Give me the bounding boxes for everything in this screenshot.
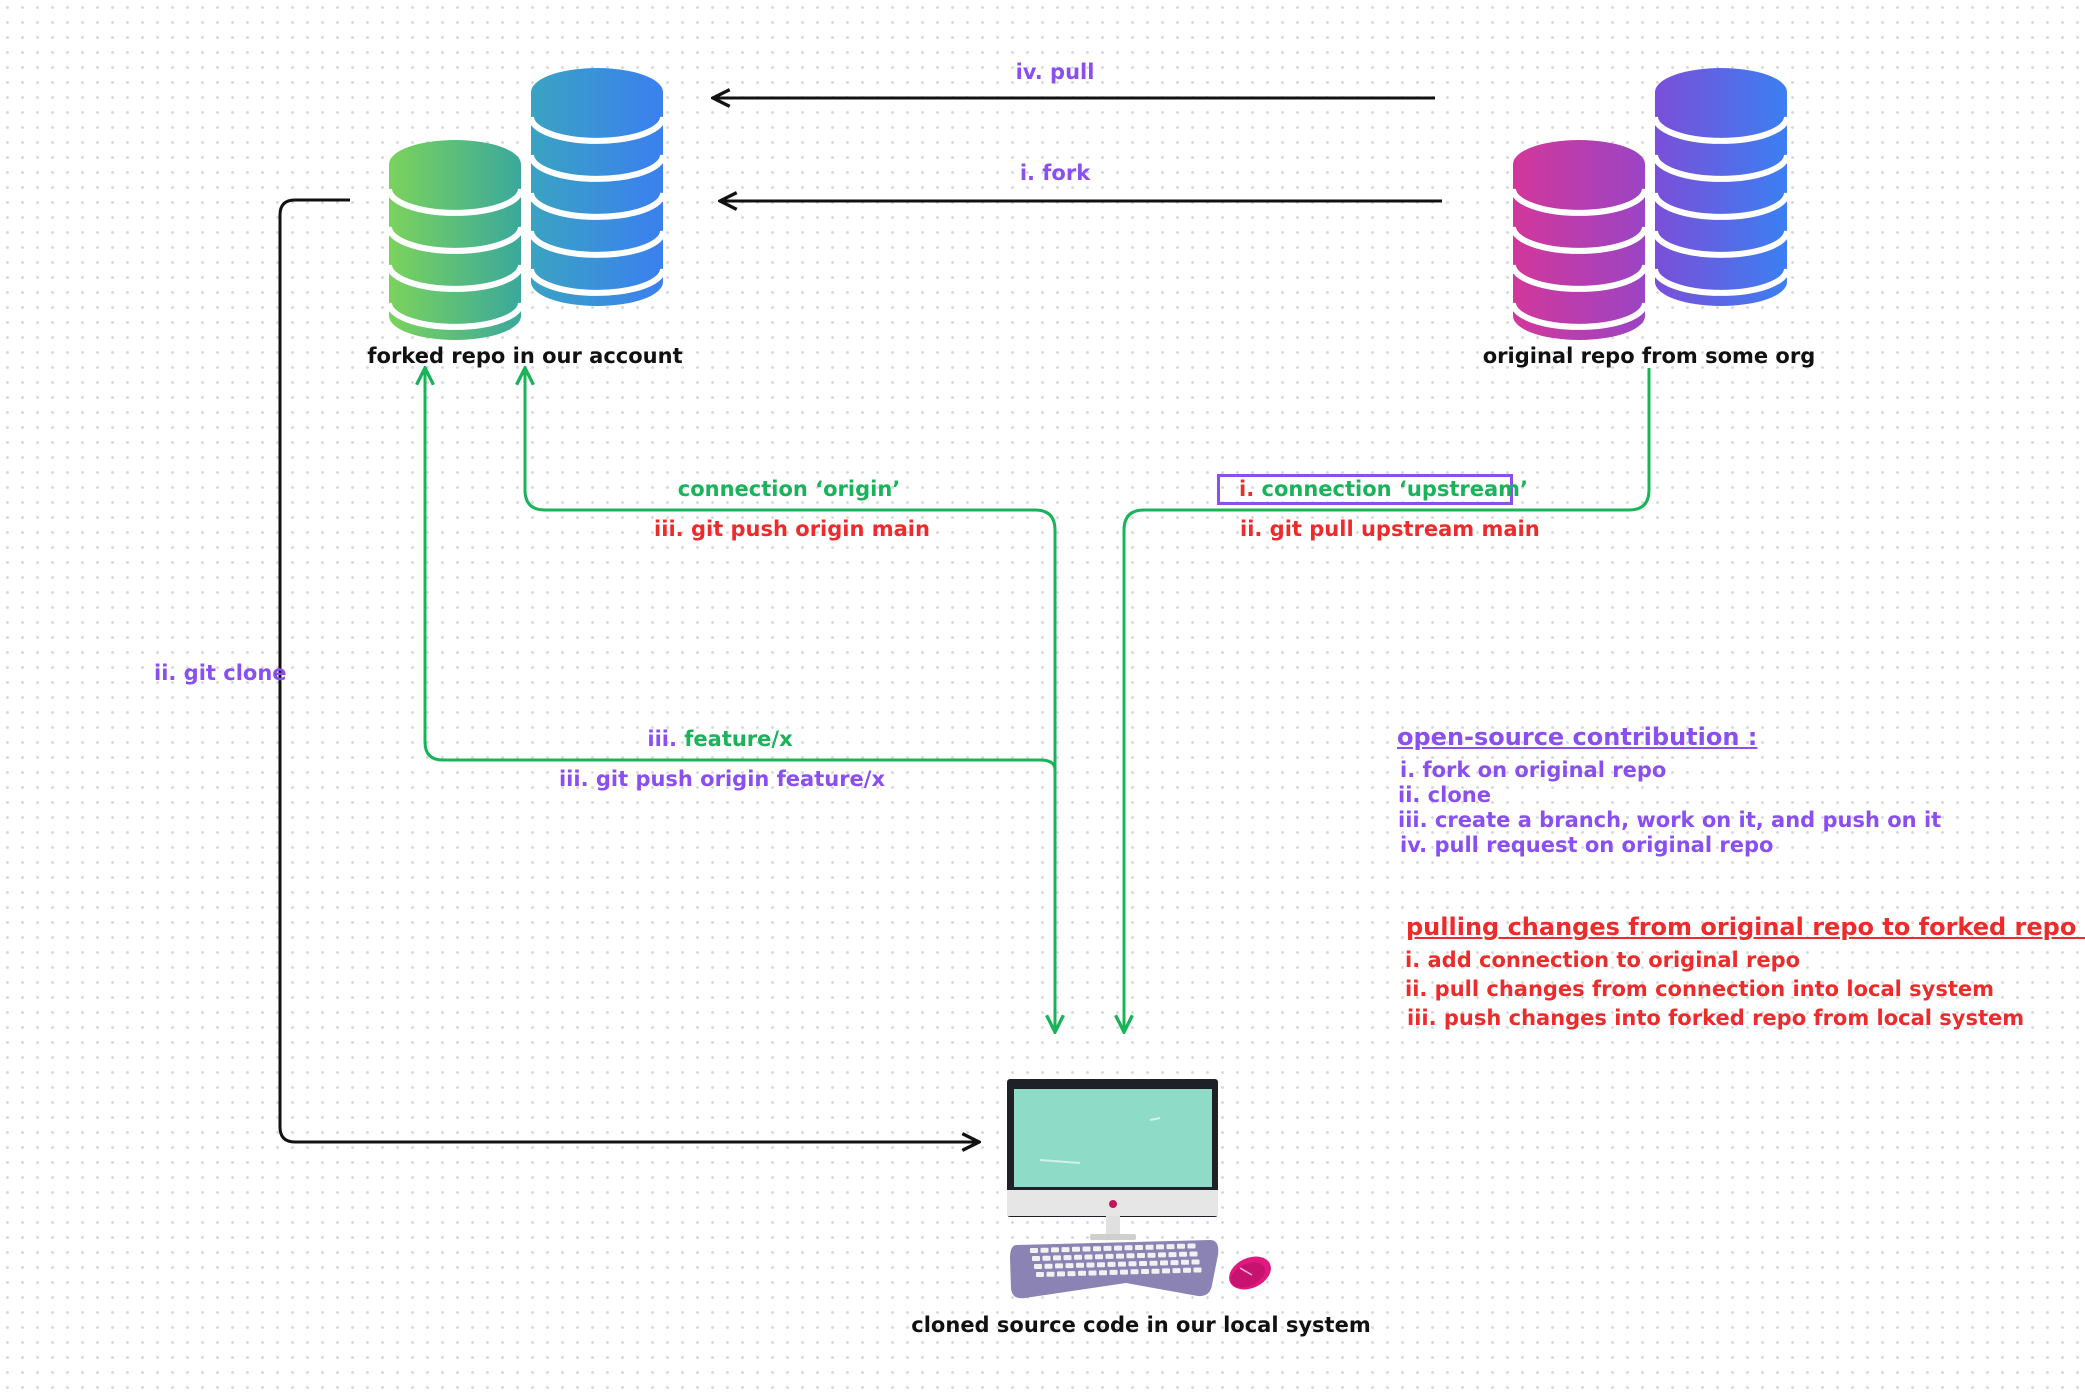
upstream-connection-arrow xyxy=(1124,368,1651,1030)
original-repo-database-icon xyxy=(1510,68,1790,340)
contribution-note-item: i. fork on original repo xyxy=(1400,758,1667,782)
origin-connection-label: connection ‘origin’ xyxy=(677,477,901,501)
database-stack-icon xyxy=(528,68,666,306)
forked-repo-database-icon xyxy=(386,68,666,340)
pulling-note-item: ii. pull changes from connection into lo… xyxy=(1405,977,1995,1001)
database-stack-icon xyxy=(386,140,524,340)
feature-step-prefix: iii. xyxy=(647,727,677,751)
feature-push-arrow xyxy=(425,370,1057,771)
database-stack-icon xyxy=(1510,140,1648,340)
pulling-note-item: iii. push changes into forked repo from … xyxy=(1407,1006,2025,1030)
pulling-note-item: i. add connection to original repo xyxy=(1405,948,1801,972)
computer-icon xyxy=(1007,1079,1271,1299)
fork-label: i. fork xyxy=(1019,161,1091,185)
database-stack-icon xyxy=(1652,68,1790,306)
pull-label: iv. pull xyxy=(1015,60,1095,84)
pull-upstream-main-label: ii. git pull upstream main xyxy=(1240,517,1540,541)
local-system-label: cloned source code in our local system xyxy=(911,1313,1371,1337)
git-clone-label: ii. git clone xyxy=(154,661,287,685)
contribution-note-item: ii. clone xyxy=(1398,783,1491,807)
upstream-connection-box xyxy=(1217,474,1513,505)
contribution-note-item: iv. pull request on original repo xyxy=(1400,833,1774,857)
feature-branch-label: iii. feature/x xyxy=(647,727,792,751)
feature-branch-text: feature/x xyxy=(684,727,793,751)
upstream-connection-label: i. connection ‘upstream’ xyxy=(1239,477,1528,501)
original-repo-label: original repo from some org xyxy=(1482,344,1816,368)
contribution-note-item: iii. create a branch, work on it, and pu… xyxy=(1398,808,1942,832)
origin-connection-arrow xyxy=(525,370,1055,1030)
git-clone-arrow xyxy=(278,198,977,1142)
push-origin-main-label: iii. git push origin main xyxy=(654,517,930,541)
forked-repo-label: forked repo in our account xyxy=(367,344,683,368)
push-origin-feature-label: iii. git push origin feature/x xyxy=(558,767,886,791)
pulling-notes-title: pulling changes from original repo to fo… xyxy=(1406,913,2085,941)
upstream-step-prefix: i. xyxy=(1239,477,1255,501)
contribution-notes-title: open-source contribution : xyxy=(1397,723,1758,751)
upstream-connection-text: connection ‘upstream’ xyxy=(1261,477,1529,501)
